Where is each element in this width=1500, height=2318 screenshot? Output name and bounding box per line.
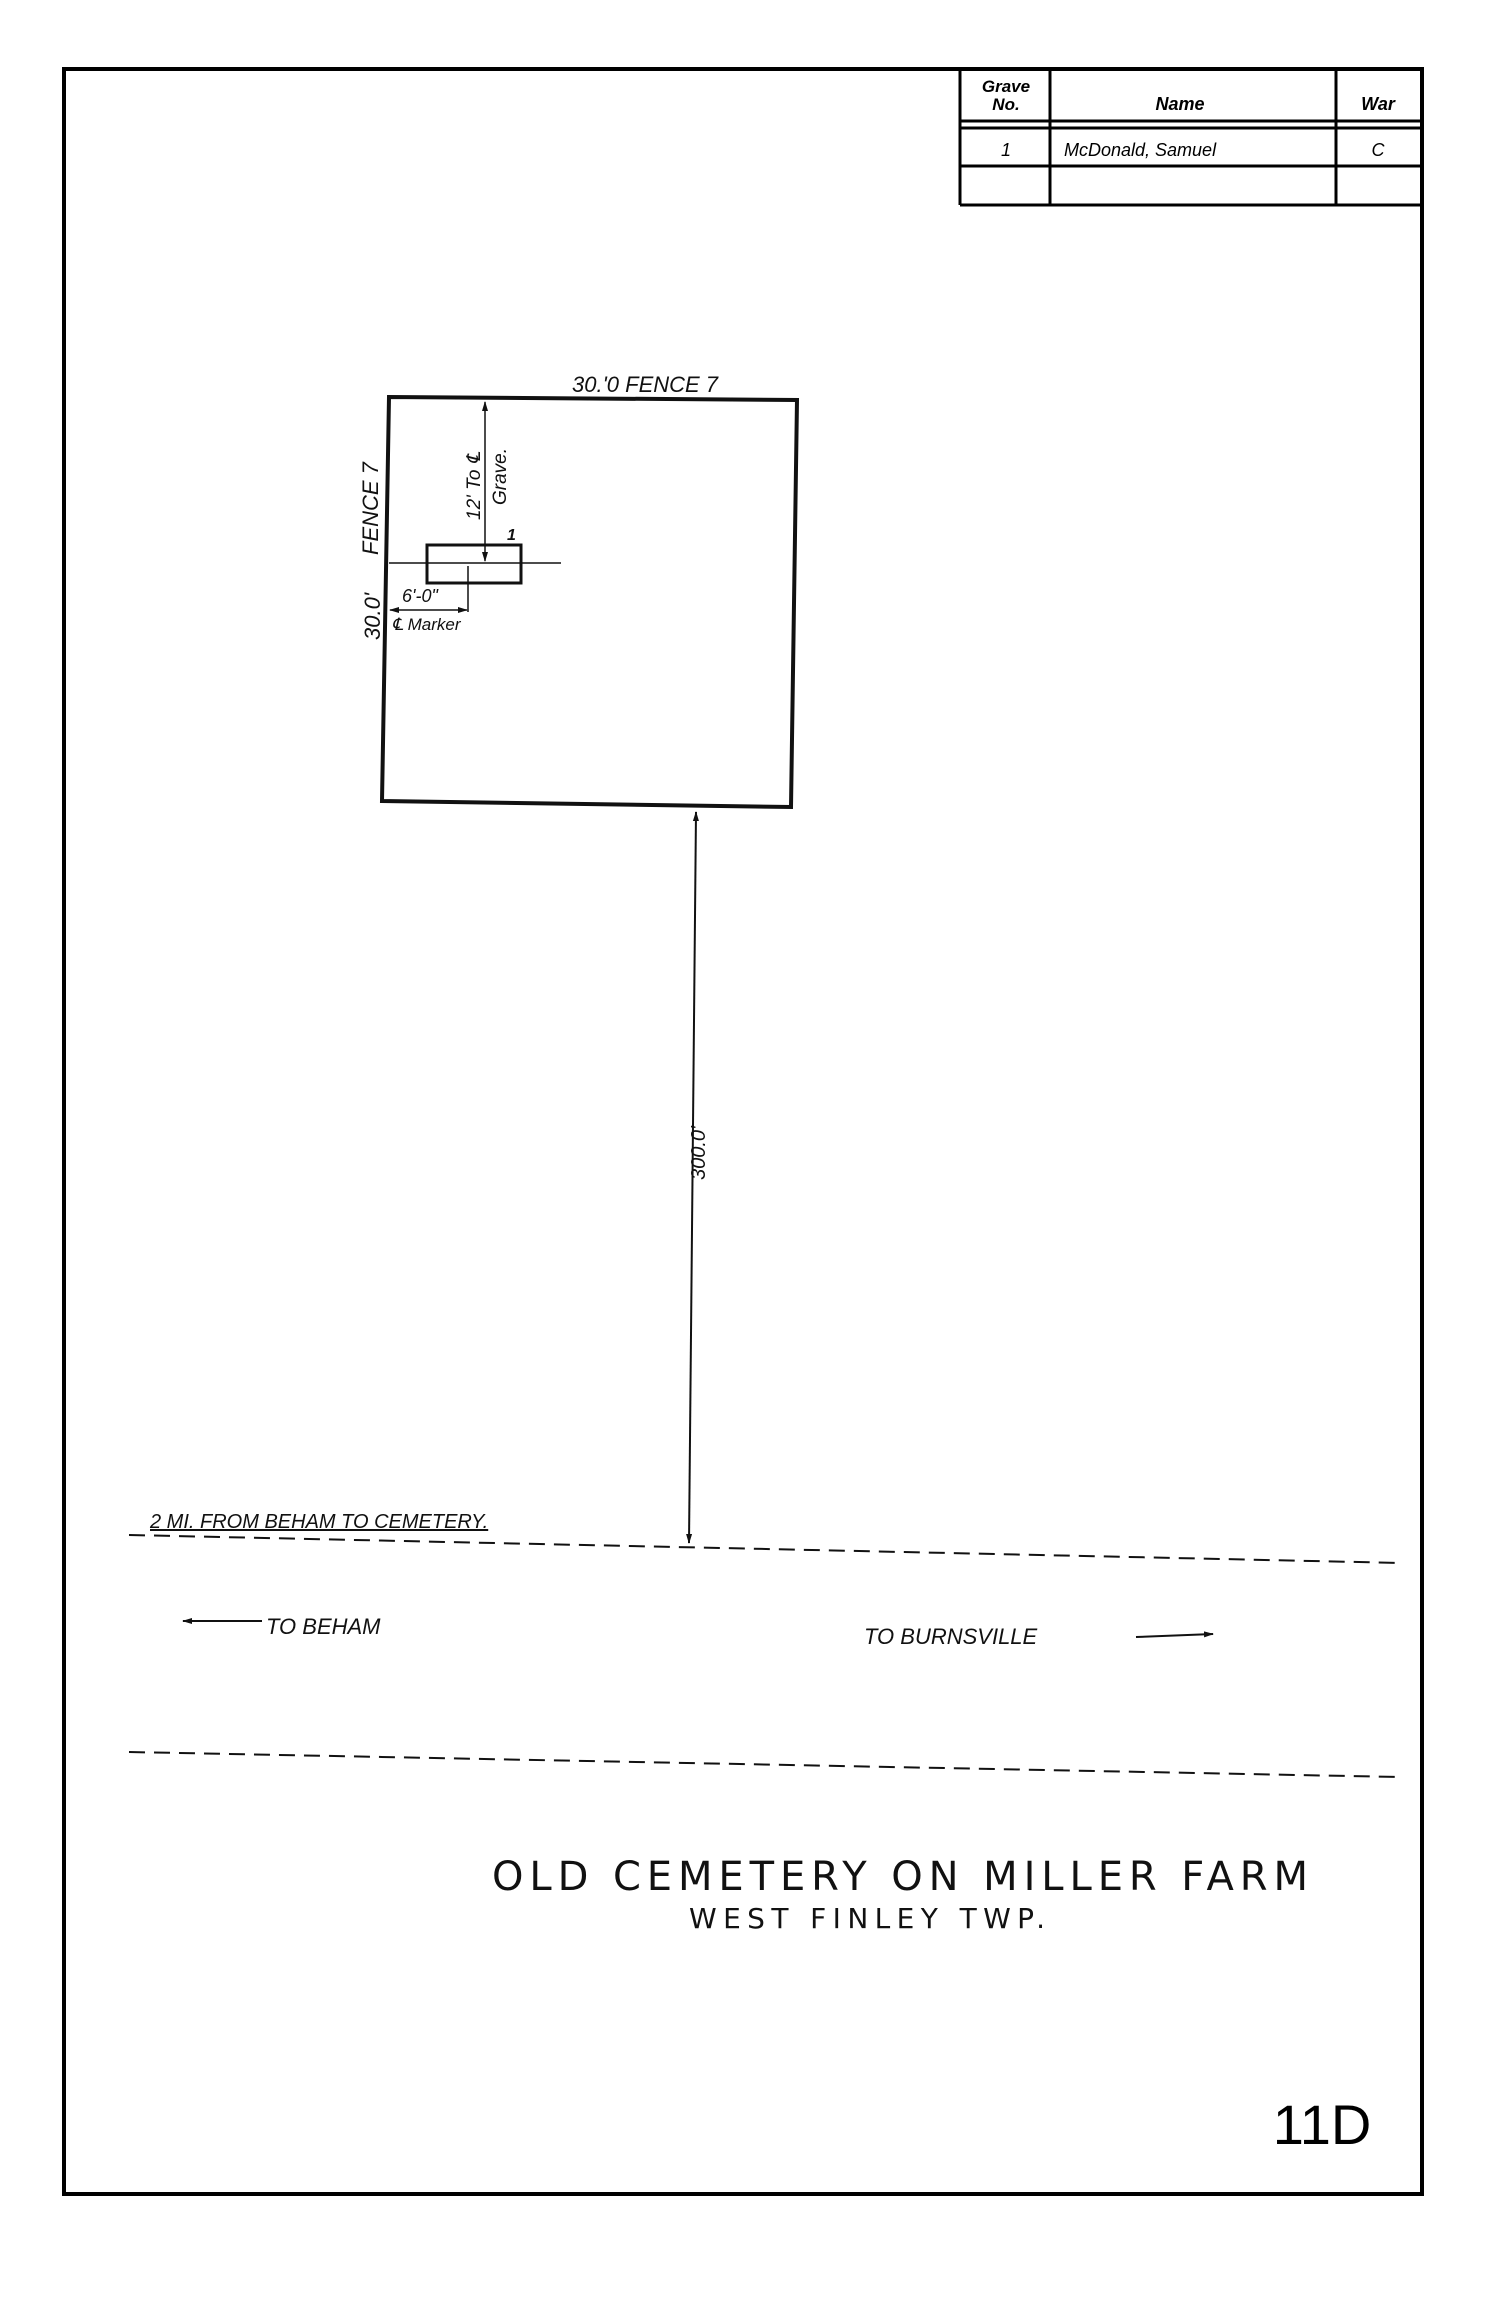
left-fence-label: FENCE 7 (358, 461, 383, 555)
marker-label: ℄ Marker (392, 615, 462, 634)
row-1-war: C (1372, 140, 1386, 160)
grave-table: Grave No. Name War 1 McDonald, Samuel C (958, 69, 1422, 207)
row-1-grave-no: 1 (1001, 140, 1011, 160)
road-edge-top (128, 1534, 1404, 1564)
header-war: War (1361, 94, 1396, 114)
right-direction-label: TO BURNSVILLE (864, 1624, 1038, 1649)
sheet-border (62, 67, 1424, 2196)
grave-number-label: 1 (507, 527, 516, 544)
header-grave-no-2: No. (992, 95, 1019, 114)
header-name: Name (1155, 94, 1204, 114)
row-1-name: McDonald, Samuel (1064, 140, 1217, 160)
grave-offset-label-2: Grave. (490, 448, 511, 505)
distance-arrow (686, 811, 699, 1544)
road-edge-bottom (128, 1751, 1400, 1778)
top-fence-label: 30.'0 FENCE 7 (572, 372, 719, 397)
grave-1-outline (425, 543, 523, 585)
drawing-subtitle: WEST FINLEY TWP. (689, 1902, 1045, 1935)
road-note: 2 MI. FROM BEHAM TO CEMETERY. (149, 1511, 488, 1533)
header-grave-no: Grave (982, 77, 1030, 96)
right-direction-arrow (1135, 1631, 1214, 1638)
left-dimension-label: 30.0' (360, 592, 385, 640)
grave-offset-label: 12' To ℄ (464, 451, 485, 520)
marker-offset-label: 6'-0" (402, 586, 439, 606)
drawing-title: OLD CEMETERY ON MILLER FARM (492, 1854, 1308, 1900)
left-direction-label: TO BEHAM (266, 1614, 381, 1639)
sheet-id: 11D (1273, 2093, 1372, 2156)
distance-label: 300.0' (688, 1125, 710, 1180)
fence-outline (379, 394, 800, 810)
